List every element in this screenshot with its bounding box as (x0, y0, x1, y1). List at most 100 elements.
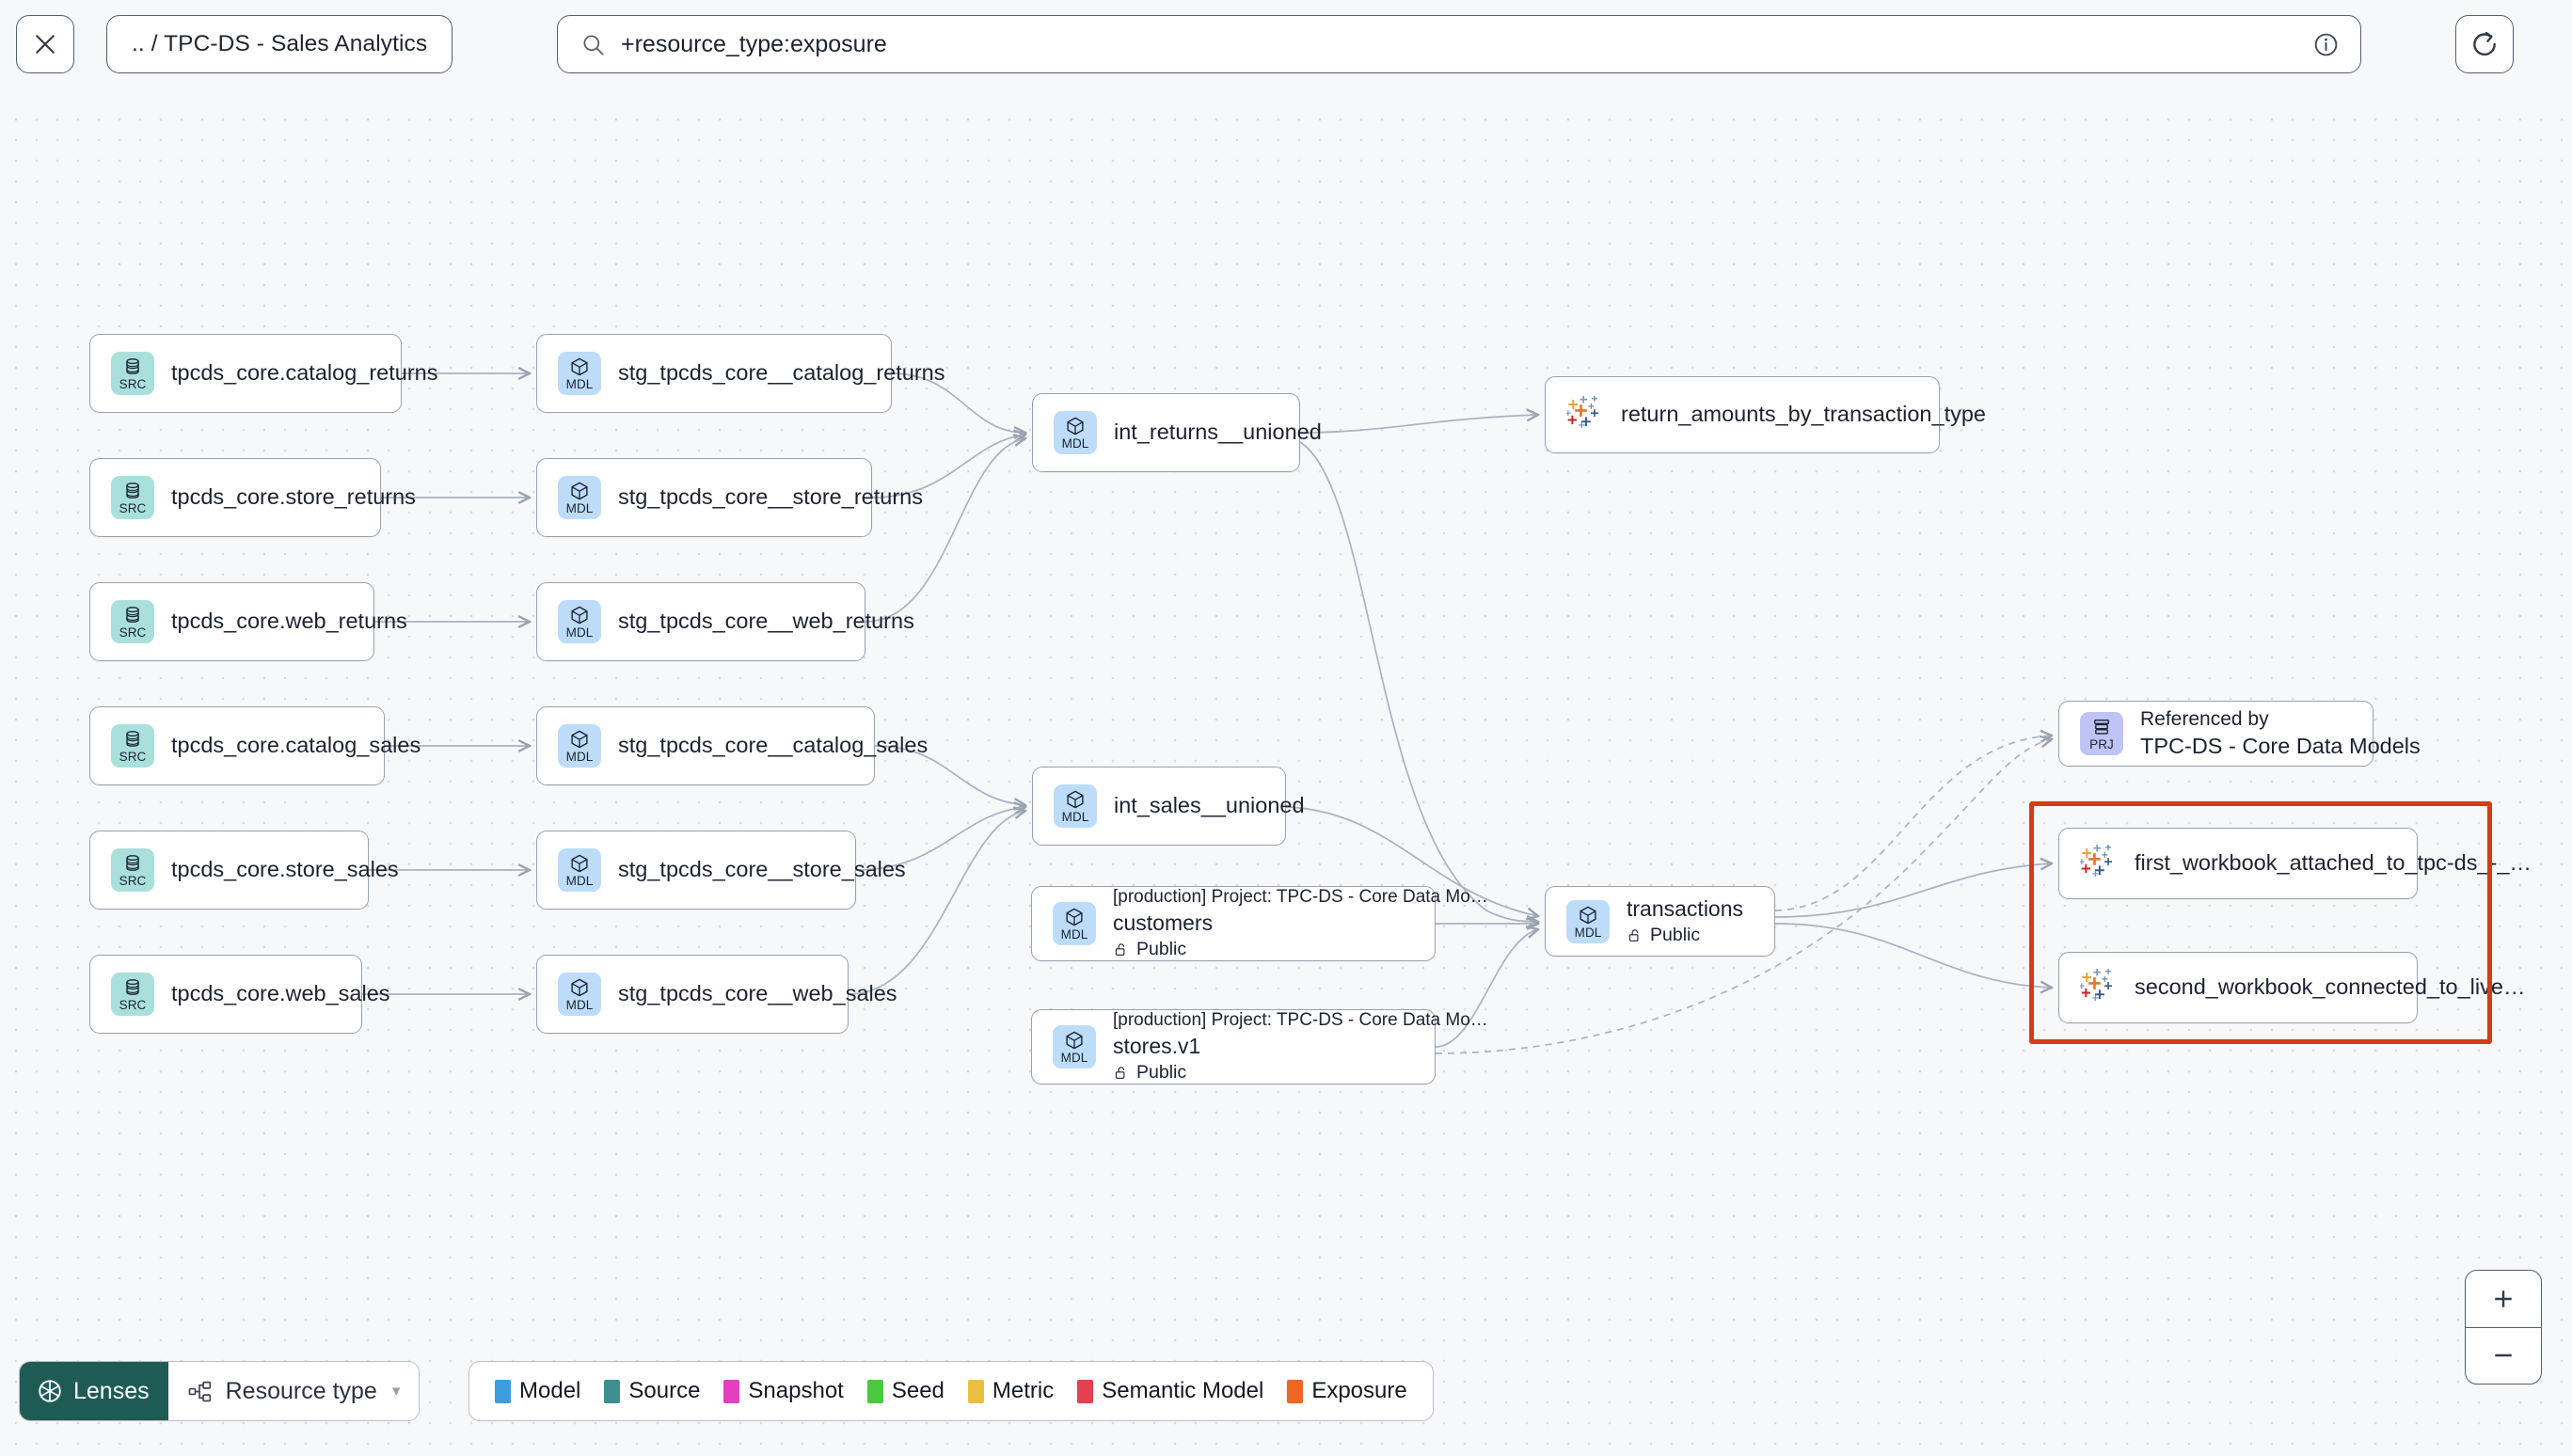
cube-icon (1067, 417, 1084, 435)
graph-node-customers[interactable]: MDL [production] Project: TPC-DS - Core … (1031, 886, 1488, 961)
graph-node-stg_web_sales[interactable]: MDL stg_tpcds_core__web_sales (536, 955, 897, 1034)
resource-type-legend: Model Source Snapshot Seed Metric Semant… (468, 1361, 1434, 1421)
legend-item-source[interactable]: Source (604, 1378, 700, 1404)
node-label: stg_tpcds_core__web_returns (618, 609, 914, 634)
graph-node-transactions[interactable]: MDL transactions Public (1545, 886, 1775, 957)
graph-node-second_workbook[interactable]: second_workbook_connected_to_live… (2058, 952, 2525, 1023)
minus-icon (2495, 1354, 2512, 1357)
node-visibility: Public (1627, 925, 1743, 946)
legend-label: Model (519, 1378, 581, 1403)
unlock-icon (1115, 942, 1125, 956)
cube-icon (571, 357, 588, 376)
graph-node-stg_catalog_sales[interactable]: MDL stg_tpcds_core__catalog_sales (536, 706, 928, 785)
cube-icon (571, 482, 588, 500)
legend-item-semantic-model[interactable]: Semantic Model (1077, 1378, 1263, 1404)
refresh-icon (2473, 31, 2496, 56)
cube-icon (1066, 1031, 1083, 1050)
node-label: tpcds_core.catalog_sales (171, 733, 421, 758)
node-label: stores.v1 (1113, 1034, 1201, 1058)
node-label: int_returns__unioned (1114, 419, 1322, 445)
legend-label: Snapshot (748, 1378, 844, 1403)
node-label: tpcds_core.store_returns (171, 484, 416, 510)
node-visibility: Public (1113, 1062, 1488, 1084)
graph-node-return_amounts_by_transaction_type[interactable]: return_amounts_by_transaction_type (1545, 376, 1986, 453)
node-label: customers (1113, 910, 1214, 935)
tableau-icon (2080, 969, 2112, 1001)
graph-node-referenced_by_project[interactable]: PRJ Referenced by TPC-DS - Core Data Mod… (2058, 701, 2421, 767)
legend-swatch (1077, 1379, 1094, 1403)
node-label: int_sales__unioned (1114, 793, 1305, 818)
cube-icon (571, 606, 588, 625)
refresh-button[interactable] (2455, 15, 2514, 73)
node-type-badge-src: SRC (111, 724, 154, 768)
graph-node-src_catalog_sales[interactable]: SRC tpcds_core.catalog_sales (89, 706, 421, 785)
legend-item-model[interactable]: Model (495, 1378, 580, 1404)
node-label: tpcds_core.catalog_returns (171, 360, 438, 386)
database-icon (126, 731, 139, 747)
node-type-badge-mdl: MDL (558, 848, 601, 892)
zoom-out-button[interactable] (2466, 1328, 2541, 1385)
graph-node-int_returns_unioned[interactable]: MDL int_returns__unioned (1032, 393, 1322, 472)
legend-label: Seed (891, 1378, 945, 1403)
resource-type-label: Resource type (225, 1377, 377, 1404)
graph-node-src_web_returns[interactable]: SRC tpcds_core.web_returns (89, 582, 407, 661)
close-button[interactable] (16, 15, 74, 73)
node-type-badge-mdl: MDL (1566, 899, 1610, 943)
legend-label: Semantic Model (1102, 1378, 1264, 1403)
info-circle-icon[interactable] (2312, 31, 2340, 58)
database-icon (126, 855, 139, 871)
node-label: stg_tpcds_core__store_sales (618, 857, 906, 882)
graph-node-stg_store_returns[interactable]: MDL stg_tpcds_core__store_returns (536, 458, 923, 537)
graph-node-stg_catalog_returns[interactable]: MDL stg_tpcds_core__catalog_returns (536, 334, 945, 413)
node-label: first_workbook_attached_to_tpc-ds_-_… (2135, 850, 2532, 876)
search-icon (583, 34, 604, 55)
graph-node-stg_web_returns[interactable]: MDL stg_tpcds_core__web_returns (536, 582, 914, 661)
legend-item-snapshot[interactable]: Snapshot (723, 1378, 844, 1404)
legend-label: Metric (992, 1378, 1055, 1403)
graph-node-stg_store_sales[interactable]: MDL stg_tpcds_core__store_sales (536, 831, 906, 910)
legend-swatch (1287, 1379, 1304, 1403)
node-label: transactions (1627, 896, 1744, 921)
search-bar[interactable]: +resource_type:exposure (557, 15, 2361, 73)
node-type-badge-mdl: MDL (558, 600, 601, 643)
legend-item-exposure[interactable]: Exposure (1287, 1378, 1407, 1404)
unlock-icon (1115, 1066, 1125, 1079)
lenses-button[interactable]: Lenses (20, 1362, 168, 1420)
node-type-badge-src: SRC (111, 476, 154, 519)
node-label: tpcds_core.web_sales (171, 981, 390, 1006)
graph-node-stores_v1[interactable]: MDL [production] Project: TPC-DS - Core … (1031, 1009, 1488, 1084)
legend-item-seed[interactable]: Seed (866, 1378, 945, 1404)
unlock-icon (1628, 928, 1639, 942)
node-type-badge-mdl: MDL (558, 973, 601, 1016)
graph-node-int_sales_unioned[interactable]: MDL int_sales__unioned (1032, 767, 1305, 846)
zoom-in-button[interactable] (2466, 1271, 2541, 1328)
node-label: tpcds_core.store_sales (171, 857, 399, 882)
tableau-icon (2080, 845, 2112, 877)
database-icon (126, 483, 139, 499)
sitemap-icon (188, 1381, 211, 1401)
node-label: stg_tpcds_core__store_returns (618, 484, 923, 510)
graph-node-src_store_returns[interactable]: SRC tpcds_core.store_returns (89, 458, 416, 537)
node-label: stg_tpcds_core__web_sales (618, 981, 897, 1006)
node-visibility: Public (1113, 939, 1488, 960)
node-label: return_amounts_by_transaction_type (1621, 402, 1986, 427)
node-label: stg_tpcds_core__catalog_returns (618, 360, 945, 386)
graph-node-src_web_sales[interactable]: SRC tpcds_core.web_sales (89, 955, 390, 1034)
legend-item-metric[interactable]: Metric (967, 1378, 1055, 1404)
aperture-icon (39, 1380, 61, 1402)
search-input[interactable]: +resource_type:exposure (621, 30, 887, 57)
node-project-label: [production] Project: TPC-DS - Core Data… (1113, 1010, 1488, 1030)
node-label: second_workbook_connected_to_live… (2135, 974, 2526, 1000)
resource-type-dropdown[interactable]: Resource type ▾ (167, 1362, 420, 1420)
graph-node-src_catalog_returns[interactable]: SRC tpcds_core.catalog_returns (89, 334, 437, 413)
graph-node-src_store_sales[interactable]: SRC tpcds_core.store_sales (89, 831, 399, 910)
node-project-label: [production] Project: TPC-DS - Core Data… (1113, 887, 1488, 907)
cube-icon (571, 730, 588, 749)
plus-icon (2495, 1290, 2512, 1307)
legend-swatch (967, 1379, 984, 1403)
graph-node-first_workbook[interactable]: first_workbook_attached_to_tpc-ds_-_… (2058, 828, 2532, 899)
cube-icon (1580, 906, 1596, 924)
breadcrumb[interactable]: .. / TPC-DS - Sales Analytics (106, 15, 453, 73)
